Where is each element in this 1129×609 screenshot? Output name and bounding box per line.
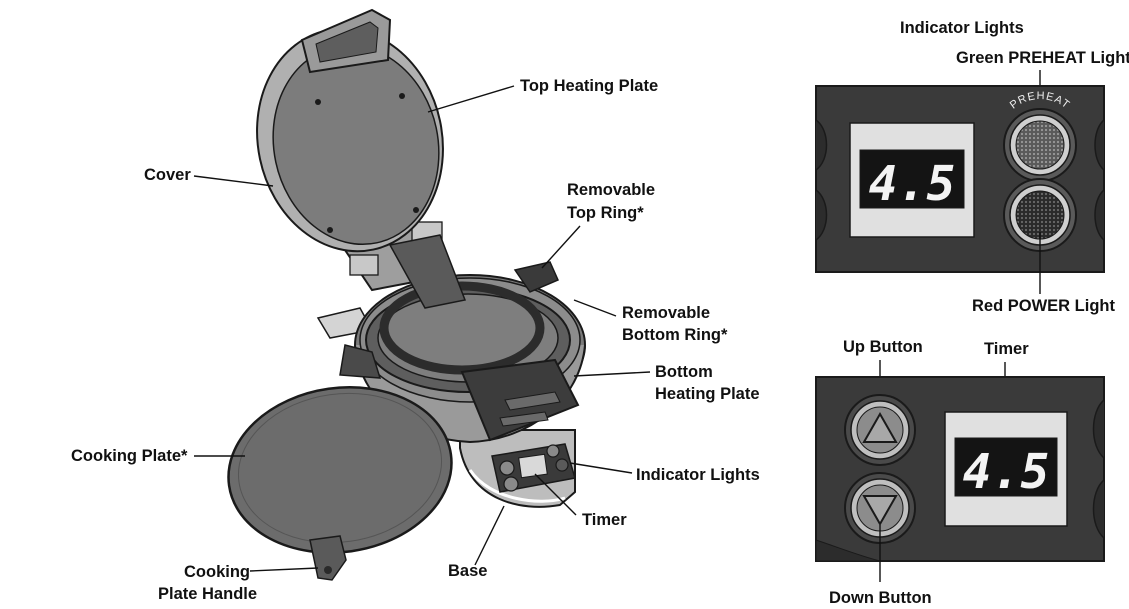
label-removable-top-ring-2: Top Ring* [567,204,644,222]
label-removable-bottom-ring-1: Removable [622,304,710,322]
timer-display-value: 4.5 [963,444,1050,500]
indicator-panel-display-value: 4.5 [869,156,956,212]
appliance-illustration [227,8,586,581]
label-bottom-heating-plate-2: Heating Plate [655,385,760,403]
label-removable-bottom-ring-2: Bottom Ring* [622,326,728,344]
cover [256,8,444,253]
up-button-label: Up Button [843,338,923,356]
label-base: Base [448,562,487,580]
timer-label: Timer [984,340,1029,358]
down-button[interactable] [844,472,916,544]
indicator-panel-display: 4.5 [849,122,975,238]
label-top-heating-plate: Top Heating Plate [520,77,658,95]
timer-buttons-panel: Up Button Timer 4.5 Down Button [815,338,1105,607]
timer-display: 4.5 [944,411,1068,527]
label-cooking-plate-handle-2: Plate Handle [158,585,257,603]
red-power-light-label: Red POWER Light [972,297,1115,315]
down-button-label: Down Button [829,589,932,607]
appliance-leader-lines [193,85,651,572]
up-button[interactable] [844,394,916,466]
removable-top-ring [379,261,559,375]
label-cooking-plate-handle-1: Cooking [184,563,250,581]
label-timer: Timer [582,511,627,529]
label-cover: Cover [144,166,191,184]
base-control-panel [491,443,576,493]
label-indicator-lights: Indicator Lights [636,466,760,484]
green-preheat-light-label: Green PREHEAT Light [956,49,1129,67]
label-removable-top-ring-1: Removable [567,181,655,199]
down-arrow-icon [862,495,898,527]
indicator-lights-panel: Indicator Lights Green PREHEAT Light 4.5… [815,19,1129,315]
label-cooking-plate: Cooking Plate* [71,447,188,465]
appliance-labels: Top Heating Plate Cover Removable Top Ri… [71,77,760,603]
up-arrow-icon [862,411,898,443]
label-bottom-heating-plate-1: Bottom [655,363,713,381]
cooking-plate [227,386,453,581]
indicator-lights-heading: Indicator Lights [900,19,1024,37]
